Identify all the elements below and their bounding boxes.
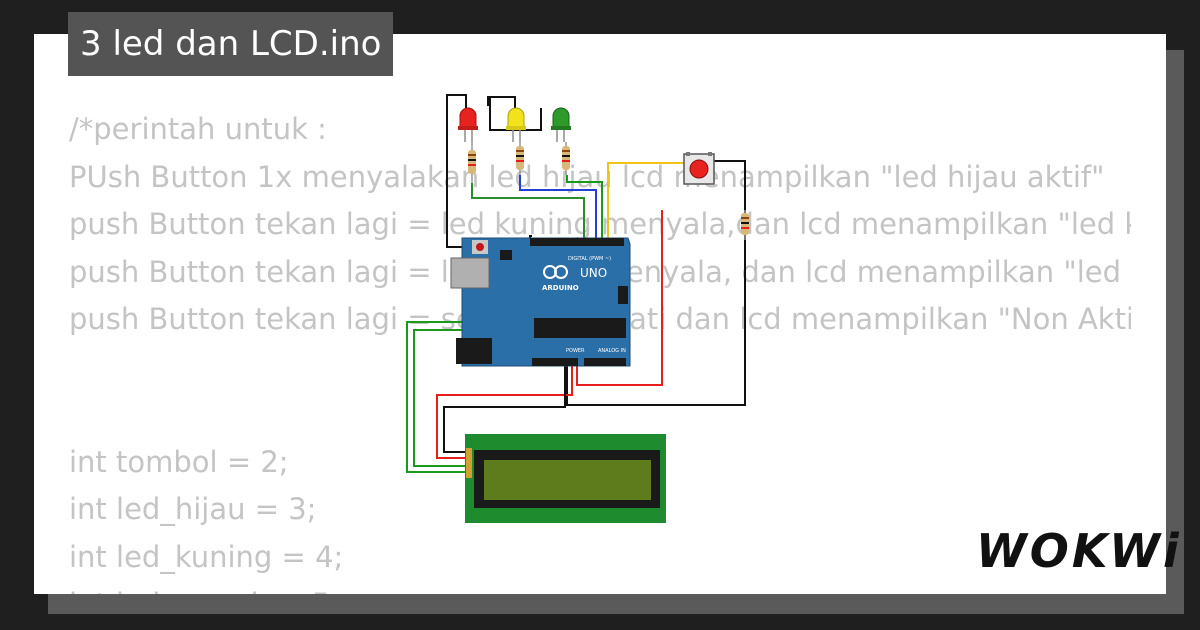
resistor-icon — [516, 142, 524, 175]
code-preview: /*perintah untuk : PUsh Button 1x menyala… — [69, 106, 1131, 594]
wire-button-gnd — [566, 160, 746, 406]
wire-pin-green-led — [566, 175, 603, 240]
lcd-1602-display[interactable] — [465, 434, 666, 523]
led-yellow[interactable] — [506, 107, 526, 142]
wokwi-logo: WOKWi — [976, 524, 1182, 578]
led-red[interactable] — [458, 107, 478, 142]
analog-pins-label: ANALOG IN — [598, 348, 626, 354]
wire-pin-red-led — [471, 183, 585, 240]
code-line: int led_merah = 5; — [69, 581, 1131, 594]
wire-lcd-power — [436, 366, 573, 459]
code-line: /*perintah untuk : — [69, 112, 327, 146]
resistor-icon — [741, 210, 749, 240]
project-title: 3 led dan LCD.ino — [68, 12, 394, 76]
code-line: int led_hijau = 3; — [69, 492, 317, 526]
board-brand-label: ARDUINO — [542, 284, 579, 292]
power-pins-label: POWER — [566, 348, 585, 354]
wire-button-signal — [607, 162, 684, 240]
code-line: PUsh Button 1x menyalakan led hijau lcd … — [69, 159, 1105, 194]
wire-lcd-gnd — [443, 366, 566, 453]
arduino-uno-board[interactable]: UNO ARDUINO DIGITAL (PWM ~) POWER ANALOG… — [450, 237, 631, 367]
code-line: int led_kuning = 4; — [69, 539, 344, 574]
board-model-label: UNO — [580, 266, 607, 280]
code-line: int tombol = 2; — [69, 444, 289, 479]
resistor-icon — [562, 142, 570, 175]
wire-pin-yellow-led — [519, 175, 597, 240]
wire-lcd-vcc — [576, 210, 663, 386]
resistor-icon — [468, 142, 476, 183]
code-line: push Button tekan lagi = led kuning meny… — [69, 207, 1131, 241]
led-green[interactable] — [551, 107, 571, 142]
digital-pins-label: DIGITAL (PWM ~) — [568, 256, 611, 262]
pushbutton-icon[interactable] — [683, 152, 715, 185]
